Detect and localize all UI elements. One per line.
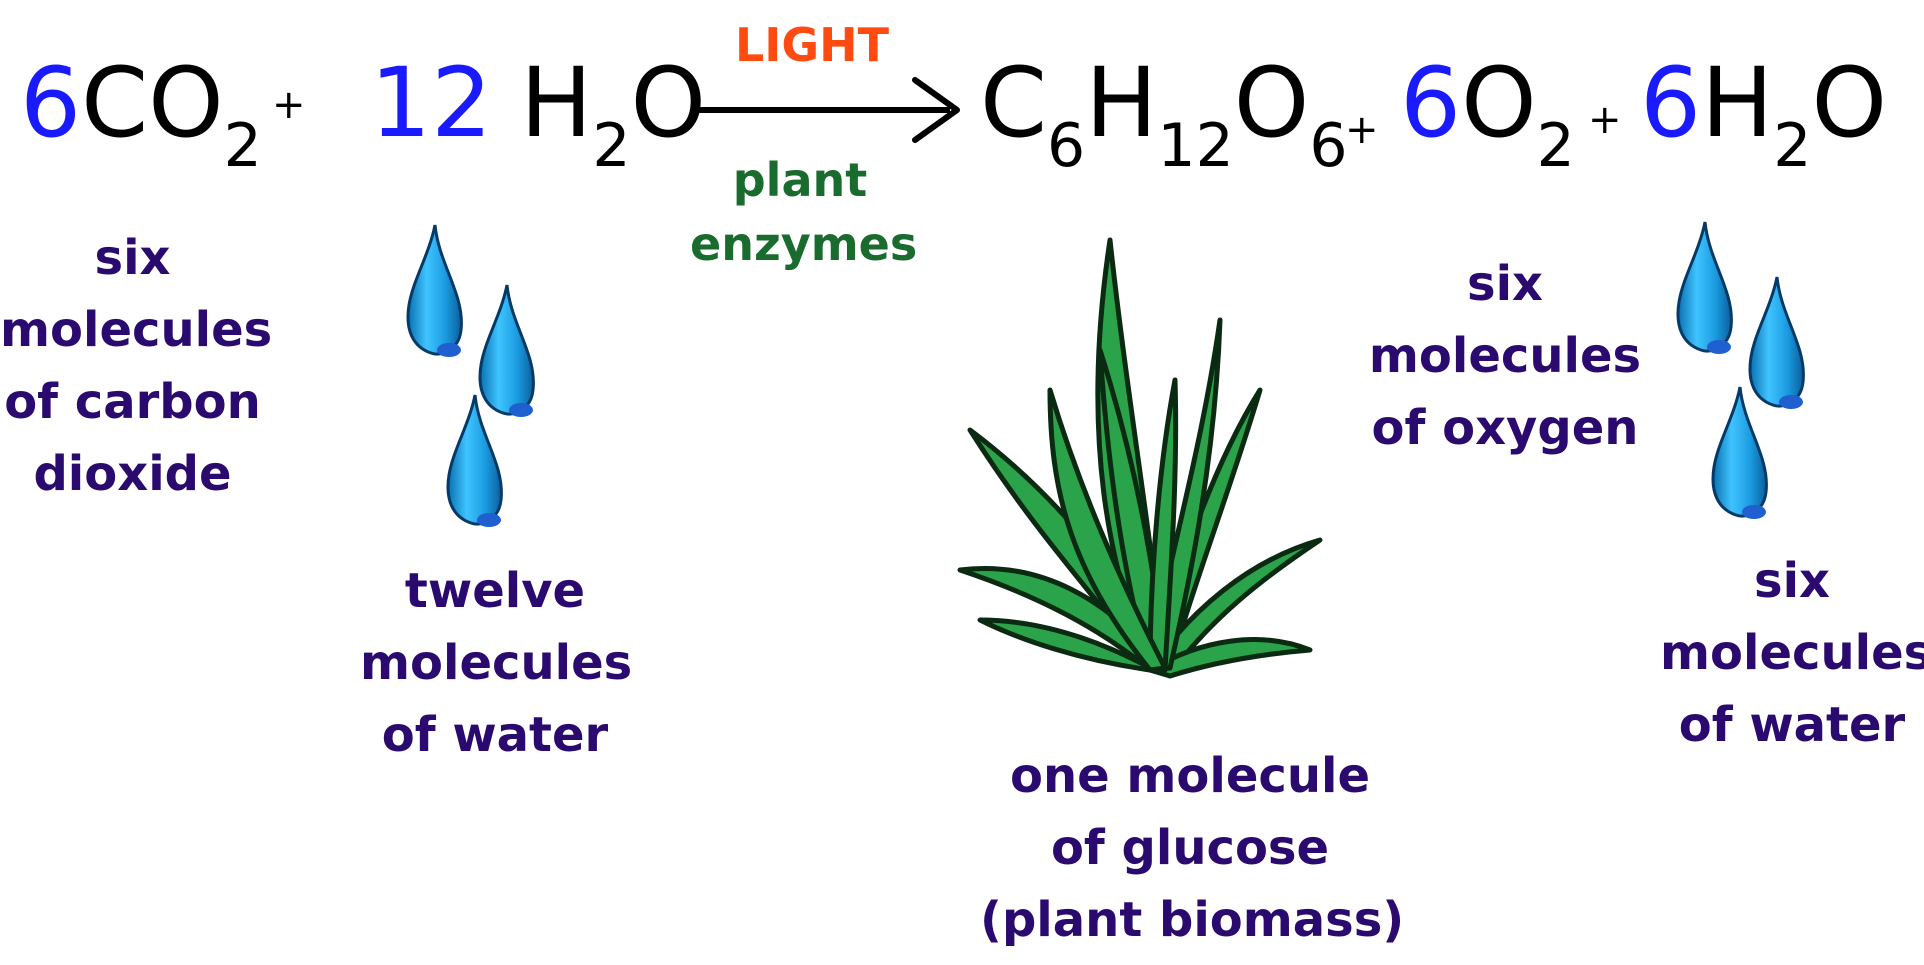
oxygen-formula: O [1461,47,1537,159]
co2-label-line-3: of carbon [4,374,261,430]
light-label: LIGHT [735,18,890,72]
water-in-label-line-2: molecules [360,635,633,691]
water-out-label: six molecules of water [1660,545,1924,761]
water-out-coefficient: 6 [1640,47,1702,159]
water-coefficient: 12 [370,47,493,159]
water-drops-right-icon [1676,221,1805,519]
reaction-arrow [695,77,960,143]
enzymes-label: plant enzymes [690,148,918,276]
water-out-label-line-1: six [1754,553,1830,609]
co2-subscript: 2 [223,111,262,181]
water-formula-o: O [630,47,707,159]
water-drops-left-icon [406,224,535,527]
water-out-subscript: 2 [1773,111,1812,181]
oxygen-label-line-2: molecules [1368,328,1642,384]
oxygen-label-line-3: of oxygen [1371,400,1639,456]
product-water: 6H2O [1640,55,1887,176]
water-out-label-line-2: molecules [1660,625,1924,681]
glucose-h-sub: 12 [1157,111,1234,181]
glucose-c-sub: 6 [1047,111,1086,181]
glucose-h: H [1085,47,1158,159]
oxygen-label-line-1: six [1467,256,1543,312]
water-formula-h: H [520,47,593,159]
glucose-label-line-1: one molecule [1009,748,1371,804]
water-drop-icon [1676,221,1733,354]
co2-coefficient: 6 [20,47,82,159]
glucose-c: C [980,47,1048,159]
water-in-label: twelve molecules of water [360,555,633,771]
water-in-label-line-1: twelve [404,563,586,619]
plus-sign-2: + [1345,107,1379,153]
glucose-o-sub: 6 [1309,111,1348,181]
co2-label-line-2: molecules [0,302,273,358]
water-subscript: 2 [592,111,631,181]
grass-plant-icon [957,237,1323,679]
water-out-formula-h: H [1701,47,1774,159]
glucose-label-line-2: of glucose [1050,820,1330,876]
enzymes-line-1: plant [732,153,868,207]
water-drop-icon [446,394,503,527]
co2-label: six molecules of carbon dioxide [0,222,273,510]
plus-sign-1: + [272,82,306,128]
oxygen-subscript: 2 [1536,111,1575,181]
oxygen-label: six molecules of oxygen [1360,248,1650,464]
glucose-label-line-3: (plant biomass) [980,892,1405,948]
water-in-label-line-3: of water [381,707,609,763]
plus-sign-3: + [1588,97,1622,143]
product-glucose: C6H12O6 [980,55,1348,176]
product-oxygen: 6O2 [1400,55,1575,176]
water-drop-icon [1748,276,1805,409]
co2-label-line-4: dioxide [33,446,232,502]
reactant-co2: 6CO2 [20,55,262,176]
co2-label-line-1: six [94,230,171,286]
water-drop-icon [406,224,463,357]
enzymes-line-2: enzymes [690,217,918,271]
glucose-label: one molecule of glucose (plant biomass) [980,740,1405,956]
water-drop-icon [1711,386,1768,519]
oxygen-coefficient: 6 [1400,47,1462,159]
co2-formula: CO [81,47,224,159]
water-drop-icon [478,284,535,417]
water-out-formula-o: O [1811,47,1888,159]
glucose-o: O [1233,47,1310,159]
water-out-label-line-3: of water [1678,697,1906,753]
